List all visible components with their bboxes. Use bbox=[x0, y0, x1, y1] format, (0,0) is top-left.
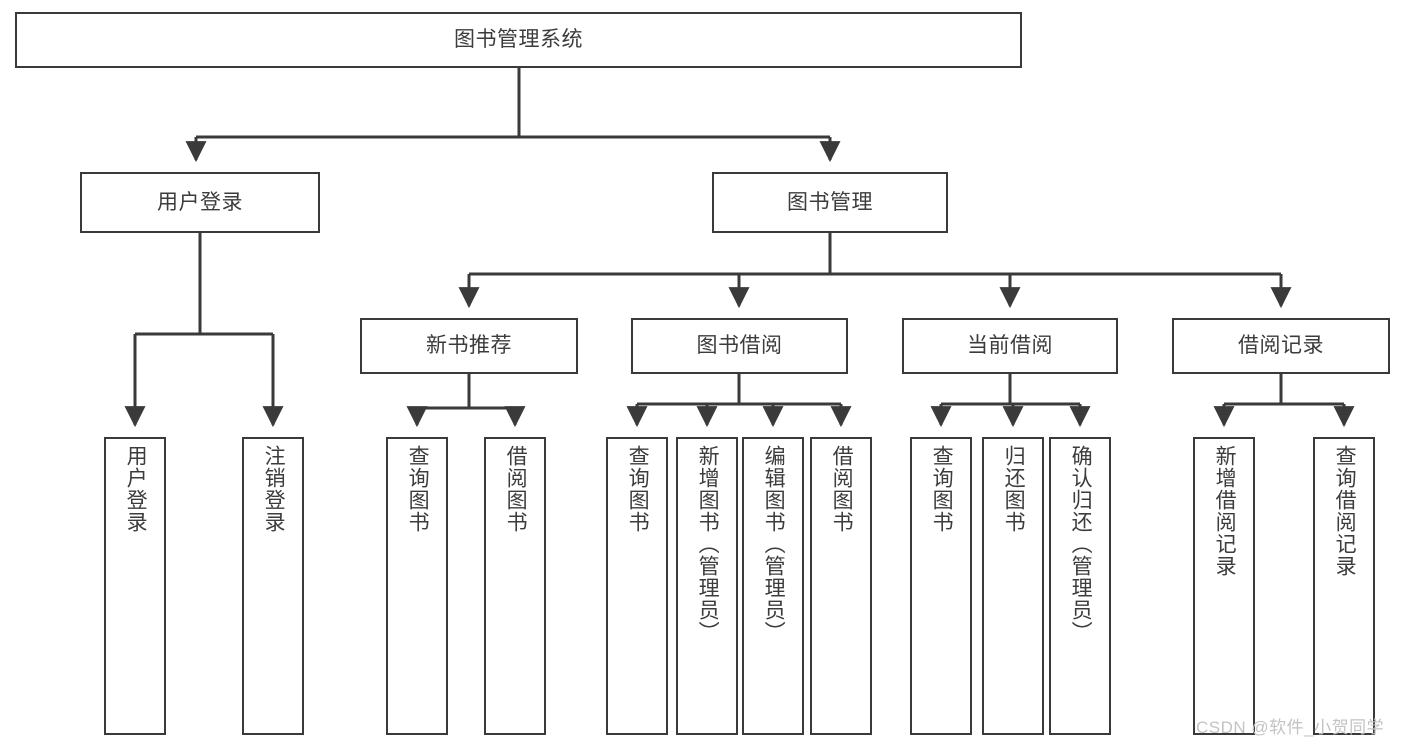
node-leaf-query-book-cur-label: 查询图书 bbox=[930, 445, 954, 533]
node-book-manage[interactable]: 图书管理 bbox=[712, 172, 948, 233]
node-borrow-record-label: 借阅记录 bbox=[1238, 334, 1324, 358]
node-leaf-confirm-return-label: 确认归还（管理员） bbox=[1069, 445, 1093, 643]
node-leaf-query-book-rec-label: 查询图书 bbox=[406, 445, 430, 533]
node-leaf-query-book-bor[interactable]: 查询图书 bbox=[606, 437, 668, 735]
node-new-book-rec-label: 新书推荐 bbox=[426, 334, 512, 358]
node-leaf-query-book-rec[interactable]: 查询图书 bbox=[386, 437, 448, 735]
node-user-login-label: 用户登录 bbox=[157, 190, 243, 214]
node-leaf-borrow-book-bor[interactable]: 借阅图书 bbox=[810, 437, 872, 735]
node-leaf-logout[interactable]: 注销登录 bbox=[242, 437, 304, 735]
node-current-borrow-label: 当前借阅 bbox=[967, 334, 1053, 358]
node-book-manage-label: 图书管理 bbox=[787, 190, 873, 214]
node-leaf-user-login-label: 用户登录 bbox=[124, 445, 148, 533]
node-leaf-query-book-cur[interactable]: 查询图书 bbox=[910, 437, 972, 735]
node-leaf-confirm-return[interactable]: 确认归还（管理员） bbox=[1049, 437, 1111, 735]
node-leaf-return-book[interactable]: 归还图书 bbox=[982, 437, 1044, 735]
node-leaf-borrow-book-bor-label: 借阅图书 bbox=[830, 445, 854, 533]
node-leaf-user-login[interactable]: 用户登录 bbox=[104, 437, 166, 735]
node-book-borrow-label: 图书借阅 bbox=[696, 334, 783, 358]
node-user-login[interactable]: 用户登录 bbox=[80, 172, 320, 233]
node-root[interactable]: 图书管理系统 bbox=[15, 12, 1022, 68]
node-leaf-add-record-label: 新增借阅记录 bbox=[1213, 445, 1237, 577]
node-book-borrow[interactable]: 图书借阅 bbox=[631, 318, 848, 374]
node-leaf-query-book-bor-label: 查询图书 bbox=[626, 445, 650, 533]
node-leaf-add-record[interactable]: 新增借阅记录 bbox=[1193, 437, 1255, 735]
node-leaf-add-book-label: 新增图书（管理员） bbox=[696, 445, 720, 643]
watermark: CSDN @软件_小贺同学 bbox=[1196, 718, 1385, 737]
node-new-book-rec[interactable]: 新书推荐 bbox=[360, 318, 578, 374]
node-leaf-borrow-book-rec-label: 借阅图书 bbox=[504, 445, 528, 533]
node-borrow-record[interactable]: 借阅记录 bbox=[1172, 318, 1390, 374]
node-root-label: 图书管理系统 bbox=[454, 28, 583, 52]
node-leaf-add-book[interactable]: 新增图书（管理员） bbox=[676, 437, 738, 735]
node-leaf-borrow-book-rec[interactable]: 借阅图书 bbox=[484, 437, 546, 735]
node-leaf-query-record[interactable]: 查询借阅记录 bbox=[1313, 437, 1375, 735]
node-current-borrow[interactable]: 当前借阅 bbox=[902, 318, 1118, 374]
node-leaf-query-record-label: 查询借阅记录 bbox=[1333, 445, 1357, 577]
node-leaf-edit-book-label: 编辑图书（管理员） bbox=[762, 445, 786, 643]
node-leaf-return-book-label: 归还图书 bbox=[1002, 445, 1026, 533]
node-leaf-edit-book[interactable]: 编辑图书（管理员） bbox=[742, 437, 804, 735]
node-leaf-logout-label: 注销登录 bbox=[262, 445, 286, 533]
